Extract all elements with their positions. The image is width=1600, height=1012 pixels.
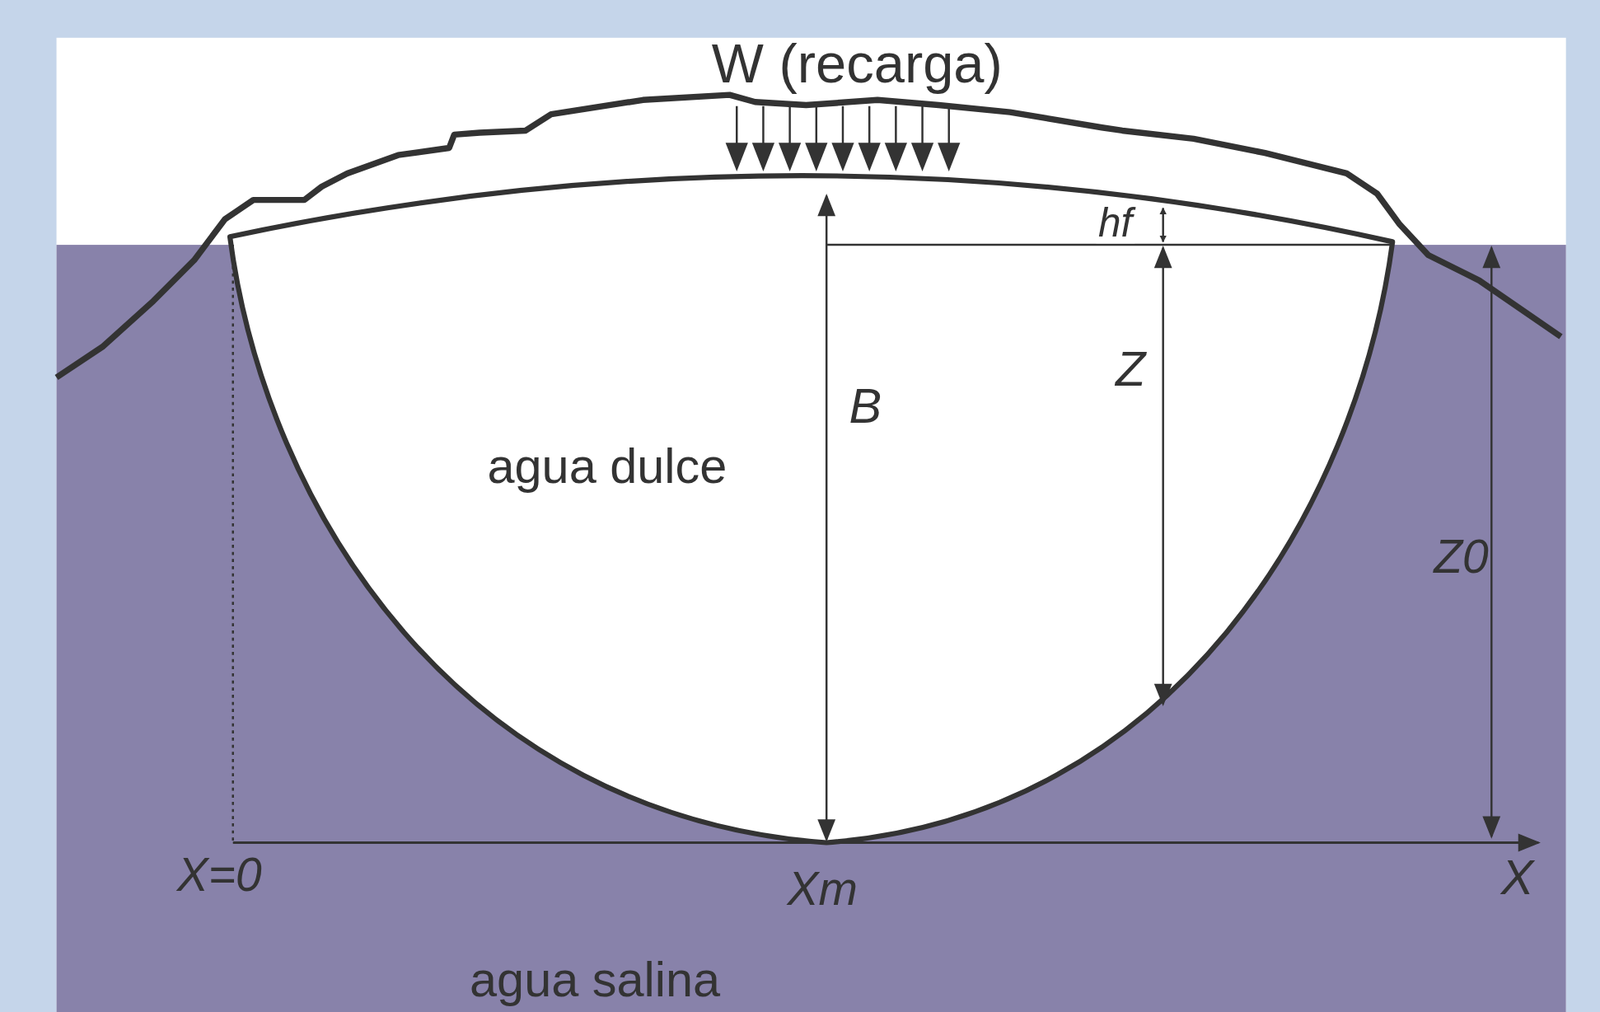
- recharge-arrow-head: [831, 142, 854, 172]
- b-label: B: [848, 381, 882, 431]
- recharge-arrow-head: [911, 142, 934, 172]
- z0-label: Z0: [1433, 533, 1488, 581]
- recharge-arrow-head: [752, 142, 775, 172]
- x0-label: X=0: [177, 851, 262, 899]
- recharge-arrows: [725, 106, 961, 172]
- x-axis-label: X: [1501, 852, 1535, 902]
- x-axis: [233, 841, 1540, 844]
- dotted-line: [231, 244, 234, 843]
- recharge-arrow-head: [725, 142, 749, 172]
- hf-dimension: [1161, 208, 1164, 243]
- recharge-label: W (recarga): [711, 35, 1003, 91]
- land-surface: [56, 94, 1562, 378]
- recharge-arrow-head: [858, 142, 881, 172]
- freshwater-lens: [229, 175, 1393, 843]
- z-dimension: [1161, 247, 1164, 704]
- recharge-arrow-head: [778, 142, 801, 172]
- recharge-arrow-head: [804, 142, 828, 172]
- z0-dimension: [1490, 247, 1493, 837]
- xm-label: Xm: [787, 864, 858, 912]
- fresh-water-label: agua dulce: [486, 441, 727, 491]
- b-dimension: [825, 196, 828, 840]
- recharge-arrow-head: [937, 142, 960, 172]
- sea-level-line: [826, 243, 1393, 246]
- z-label: Z: [1115, 345, 1146, 394]
- salt-water-label: agua salina: [469, 954, 721, 1004]
- hf-label: hf: [1095, 201, 1135, 244]
- panel: [56, 37, 1567, 1012]
- recharge-arrow-head: [884, 142, 908, 172]
